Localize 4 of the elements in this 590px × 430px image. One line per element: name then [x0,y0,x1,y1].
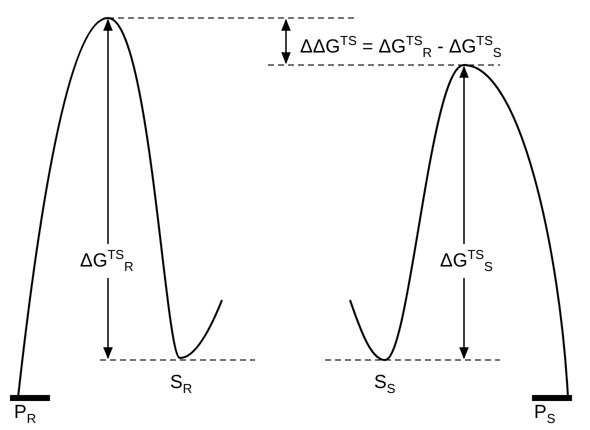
state-label: P$_{R}$ [13,402,38,428]
state-label: S$_{R}$ [169,372,194,398]
state-label: P$_{S}$ [533,402,556,428]
state-label: S$_{S}$ [373,372,396,398]
